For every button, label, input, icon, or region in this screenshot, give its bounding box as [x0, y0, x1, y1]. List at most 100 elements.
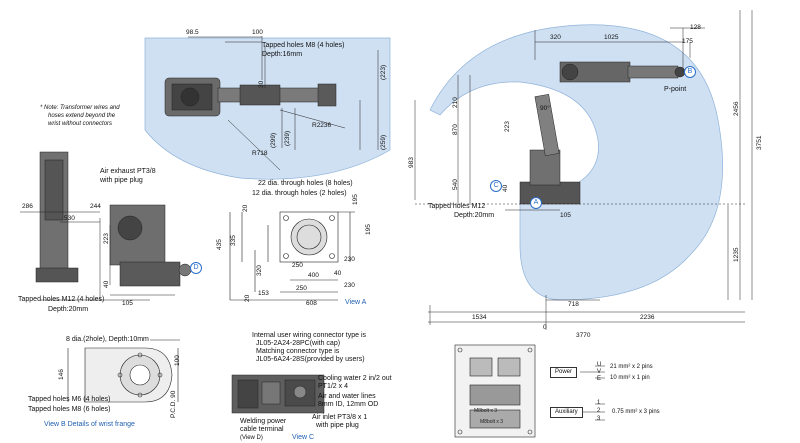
dim-100-b: 100 [174, 355, 181, 366]
view-a-caption: View A [345, 299, 367, 306]
power-pins-21: 21 mm² x 2 pins [610, 364, 653, 370]
dim-20-a2: 20 [244, 294, 251, 302]
dim-244: 244 [90, 203, 101, 210]
view-b-flange [67, 339, 180, 403]
side-view-robot [35, 151, 192, 287]
dim-40-a: 40 [334, 270, 342, 277]
dim-335: 335 [230, 235, 237, 246]
marker-d: D [190, 262, 202, 274]
dim-r2236: R2236 [312, 122, 332, 129]
dim-90-deg: 90° [540, 105, 550, 112]
dim-175: 175 [682, 38, 693, 45]
dim-435: 435 [216, 239, 223, 250]
mbolt-label-2: M8bolt x 3 [480, 419, 504, 425]
view-a-base [229, 211, 355, 301]
view-c-air-inlet-1: Air inlet PT3/8 x 1 [312, 414, 368, 421]
dim-718: 718 [568, 301, 579, 308]
view-b-m6-label: Tapped holes M6 (4 holes) [28, 396, 111, 403]
dim-105-side: 105 [122, 300, 133, 307]
top-view-robot [164, 77, 337, 117]
dim-223-side: 223 [103, 233, 110, 244]
dim-1025: 1025 [604, 34, 619, 41]
view-c-internal-3: Matching connector type is [256, 348, 340, 355]
dim-608: 608 [306, 300, 317, 307]
connector-box [454, 344, 536, 438]
aux-pin-3: 3 [597, 416, 601, 422]
top-tapped-m8-label: Tapped holes M8 (4 holes) [262, 42, 345, 49]
dim-223-main: 223 [504, 121, 511, 132]
dim-239: (239) [284, 130, 291, 146]
aux-pin-1: 1 [597, 400, 601, 406]
dim-40-side: 40 [103, 280, 110, 288]
note-line-2: hoses extend beyond the [48, 113, 116, 119]
side-view-dimension-lines [20, 211, 175, 301]
view-c-welding-2: cable terminal [240, 426, 284, 433]
dim-98-5: 98.5 [186, 29, 199, 36]
view-c-welding-1: Welding power [240, 418, 287, 425]
side-depth20-label: Depth:20mm [48, 306, 89, 313]
dim-210: 210 [452, 97, 459, 108]
power-box-label: Power [550, 367, 578, 378]
marker-a: A [530, 197, 542, 209]
p-point-label: P-point [664, 86, 687, 93]
top-view-dimension-lines [188, 36, 379, 171]
view-b-caption: View B Details of wrist frange [44, 421, 135, 428]
view-c-internal-1: Internal user wiring connector type is [252, 332, 366, 339]
dim-320-a: 320 [256, 265, 263, 276]
view-c-cooling-1: Cooling water 2 in/2 out [318, 375, 392, 382]
aux-pins-075: 0.75 mm² x 3 pins [612, 409, 660, 415]
air-exhaust-label: Air exhaust PT3/8 [100, 168, 156, 175]
aux-pin-2: 2 [597, 408, 601, 414]
view-a-12dia-label: 12 dia. through holes (2 holes) [252, 190, 347, 197]
dim-195-a: 195 [352, 194, 359, 205]
dim-1534: 1534 [472, 314, 487, 321]
mbolt-label-1: M8bolt x 3 [474, 408, 498, 414]
dim-r718: R718 [252, 150, 268, 157]
dim-299: (299) [270, 132, 277, 148]
view-c-internal-2: JL05-2A24-28PC(with cap) [256, 340, 341, 347]
dim-105-main: 105 [560, 212, 571, 219]
dim-2456: 2456 [733, 101, 740, 116]
note-line-3: wrist without connectors [48, 121, 113, 127]
dim-320-main: 320 [550, 34, 561, 41]
power-pin-v: V [597, 369, 602, 375]
dim-40-main: 40 [502, 184, 509, 192]
dim-540: 540 [452, 179, 459, 190]
view-c-cooling-3: Air and water lines [318, 393, 376, 400]
dim-870: 870 [452, 124, 459, 135]
dim-100: 100 [252, 29, 263, 36]
dim-3770: 3770 [576, 332, 591, 339]
power-pin-e: E [597, 376, 602, 382]
view-c-cooling-2: PT1/2 x 4 [318, 383, 348, 390]
top-depth16-label: Depth:16mm [262, 51, 303, 58]
dim-400: 400 [308, 272, 319, 279]
view-c-cooling-4: 8mm ID, 12mm OD [318, 401, 379, 408]
top-view-work-area [144, 37, 391, 180]
dim-250-a: 250 [292, 262, 303, 269]
view-c-air-inlet-2: with pipe plug [316, 422, 359, 429]
power-pin-u: U [597, 362, 602, 368]
dim-pcd-90: P.C.D. 90 [170, 390, 177, 418]
dim-30: 30 [258, 80, 265, 88]
dim-286: 286 [22, 203, 33, 210]
dim-250-b: 250 [296, 285, 307, 292]
dim-128: 128 [690, 24, 701, 31]
view-b-8dia-label: 8 dia.(2hole), Depth:10mm [66, 336, 149, 343]
main-tapped-m12-label: Tapped holes M12 [428, 203, 486, 210]
dim-1235: 1235 [733, 247, 740, 262]
view-c-panel [231, 374, 325, 414]
power-pins-10: 10 mm² x 1 pin [610, 375, 650, 381]
marker-c: C [490, 180, 502, 192]
dim-3751: 3751 [756, 135, 763, 150]
auxiliary-box-label: Auxiliary [550, 407, 583, 418]
air-exhaust-label-2: with pipe plug [100, 177, 143, 184]
view-c-caption: View C [292, 434, 315, 441]
dim-20-a: 20 [242, 204, 249, 212]
marker-b: B [684, 66, 696, 78]
dim-230-a: 230 [344, 256, 355, 263]
main-depth20-label: Depth:20mm [454, 212, 495, 219]
dim-223-top: (223) [380, 64, 387, 80]
connector-wires [580, 365, 605, 421]
